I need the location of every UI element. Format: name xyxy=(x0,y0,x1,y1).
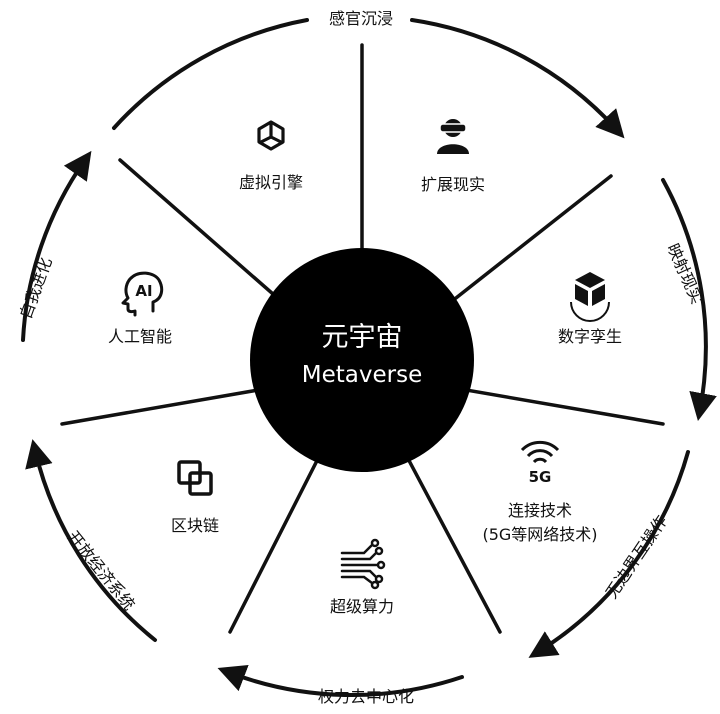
cycle-arrow-4 xyxy=(217,664,464,697)
cycle-arrow-1 xyxy=(410,18,625,139)
svg-text:5G: 5G xyxy=(529,468,552,486)
segment-label: 连接技术 xyxy=(508,501,572,520)
cycle-ring xyxy=(21,18,717,697)
cycle-arrow-2 xyxy=(661,178,717,422)
segment-label: 超级算力 xyxy=(330,597,394,616)
3d-cube-icon xyxy=(570,272,610,322)
circuit-icon xyxy=(340,538,386,590)
cycle-label: 无边界互操作 xyxy=(602,512,671,602)
segment-blockchain: 区块链 xyxy=(171,460,219,535)
segment-connectivity: 5G 连接技术 (5G等网络技术) xyxy=(482,440,598,544)
cycle-arrow-3 xyxy=(528,450,690,658)
segment-virtual-engine: 虚拟引擎 xyxy=(239,120,303,192)
cycle-label: 感官沉浸 xyxy=(329,9,393,28)
cycle-label: 自我进化 xyxy=(16,255,56,322)
center-circle xyxy=(250,248,474,472)
segment-label: 虚拟引擎 xyxy=(239,173,303,192)
segment-label: 区块链 xyxy=(171,516,219,535)
center-title-cn: 元宇宙 xyxy=(322,322,403,353)
cycle-arrow-6 xyxy=(21,150,92,342)
center-title-en: Metaverse xyxy=(302,362,422,388)
ai-head-icon: AI xyxy=(121,271,164,317)
svg-text:AI: AI xyxy=(135,282,152,300)
segment-extended-reality: 扩展现实 xyxy=(421,119,485,194)
unity-engine-icon xyxy=(257,120,285,151)
segment-sublabel: (5G等网络技术) xyxy=(482,525,597,544)
segment-ai: AI 人工智能 xyxy=(108,271,172,346)
segment-label: 人工智能 xyxy=(108,327,172,346)
cycle-arrow-5 xyxy=(25,439,157,642)
cycle-label: 权力去中心化 xyxy=(318,687,414,706)
cycle-label: 开放经济系统 xyxy=(64,527,139,614)
5g-signal-icon: 5G xyxy=(520,440,560,486)
blockchain-icon xyxy=(177,460,213,496)
segment-digital-twin: 数字孪生 xyxy=(558,272,622,346)
cycle-label: 映射现实 xyxy=(663,241,706,307)
segment-label: 扩展现实 xyxy=(421,175,485,194)
vr-headset-person-icon xyxy=(437,119,469,154)
segment-supercomputing: 超级算力 xyxy=(330,538,394,616)
cycle-arc-top-left xyxy=(112,18,309,130)
segment-label: 数字孪生 xyxy=(558,327,622,346)
